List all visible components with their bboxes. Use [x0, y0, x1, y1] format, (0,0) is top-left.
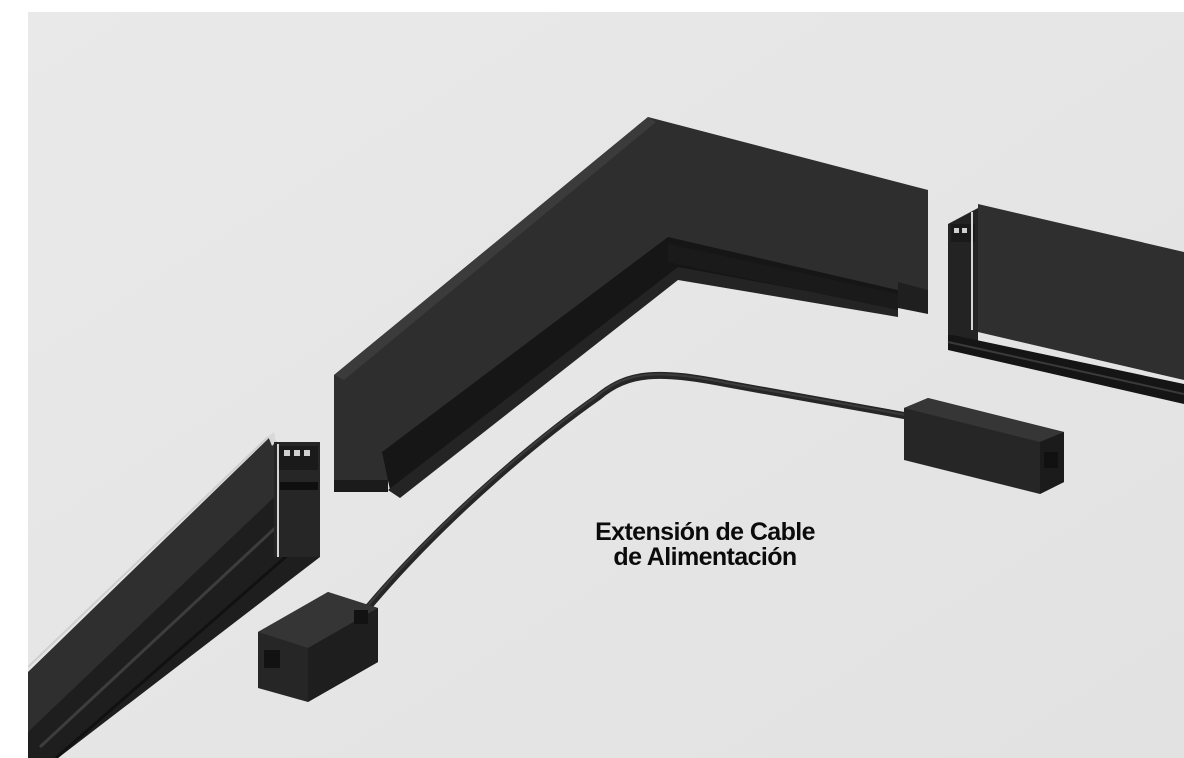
track-system-illustration — [28, 12, 1184, 758]
caption-line-2: de Alimentación — [613, 543, 797, 571]
product-scene — [28, 12, 1184, 758]
background — [28, 12, 1184, 758]
magnetic-track-profile-icon — [947, 204, 1184, 404]
magnetic-track-profile-icon — [28, 432, 320, 758]
caption-line-1: Extensión de Cable — [595, 518, 815, 546]
power-cable-extension-icon — [258, 371, 1064, 702]
corner-connector-icon — [334, 117, 928, 498]
product-caption: Extensión de Cable de Alimentación — [560, 520, 850, 570]
